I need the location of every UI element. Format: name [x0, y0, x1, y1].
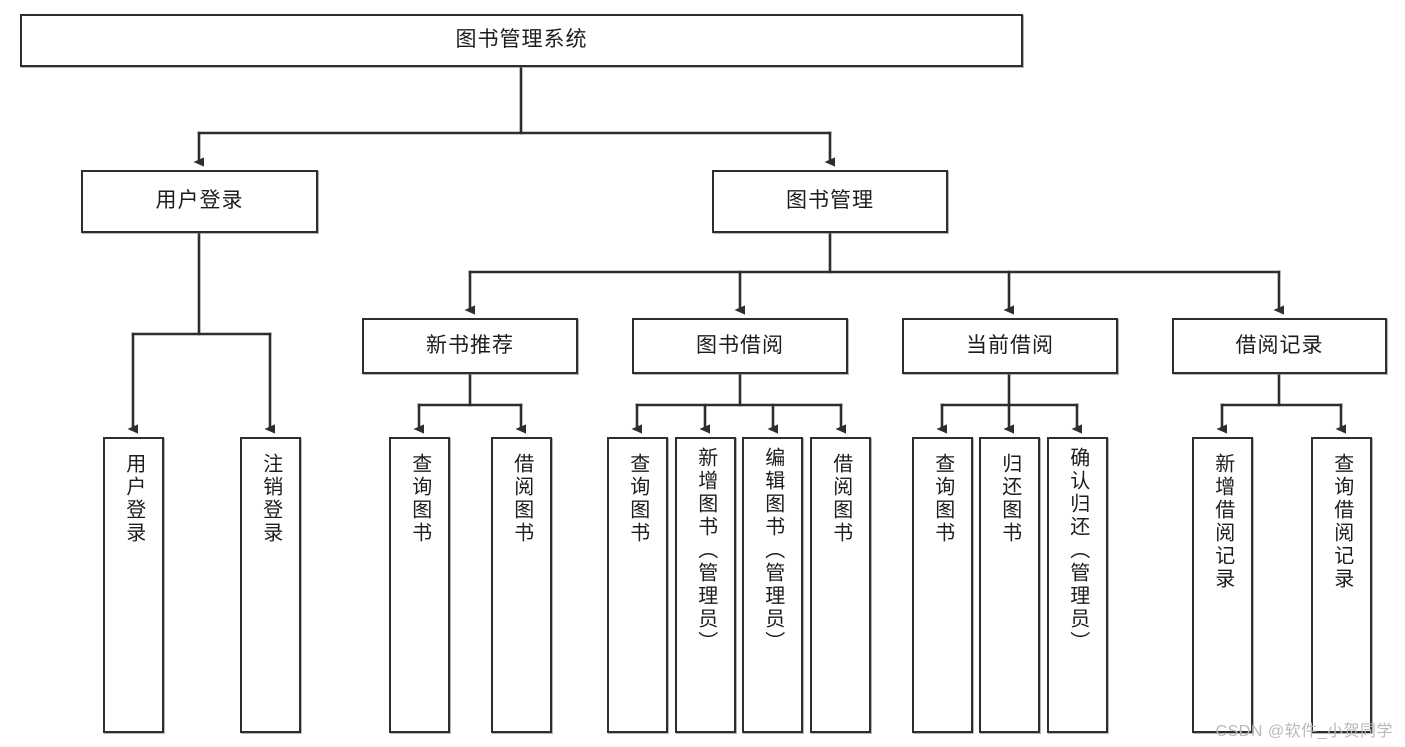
leaf-borrow-query-book[interactable]: 查询图书 — [607, 437, 668, 733]
node-label: 新增图书（管理员） — [694, 447, 717, 654]
leaf-current-query-book[interactable]: 查询图书 — [912, 437, 973, 733]
node-label: 注销登录 — [259, 453, 282, 545]
node-label: 用户登录 — [122, 453, 145, 545]
leaf-recommend-query-book[interactable]: 查询图书 — [389, 437, 450, 733]
node-label: 用户登录 — [155, 189, 244, 213]
leaf-user-login-logout[interactable]: 注销登录 — [240, 437, 301, 733]
node-label: 归还图书 — [998, 453, 1021, 545]
node-label: 新书推荐 — [426, 333, 514, 357]
leaf-records-query-record[interactable]: 查询借阅记录 — [1311, 437, 1372, 733]
node-borrow-records[interactable]: 借阅记录 — [1172, 318, 1387, 374]
leaf-borrow-borrow-book[interactable]: 借阅图书 — [810, 437, 871, 733]
node-book-borrow[interactable]: 图书借阅 — [632, 318, 848, 374]
node-current-borrow[interactable]: 当前借阅 — [902, 318, 1118, 374]
node-label: 编辑图书（管理员） — [761, 447, 784, 654]
node-label: 查询图书 — [626, 453, 649, 545]
leaf-borrow-edit-book-admin[interactable]: 编辑图书（管理员） — [742, 437, 803, 733]
node-new-book-recommend[interactable]: 新书推荐 — [362, 318, 578, 374]
node-label: 借阅图书 — [829, 453, 852, 545]
node-label: 当前借阅 — [966, 333, 1054, 357]
leaf-recommend-borrow-book[interactable]: 借阅图书 — [491, 437, 552, 733]
node-label: 新增借阅记录 — [1211, 453, 1234, 591]
node-root-system[interactable]: 图书管理系统 — [20, 14, 1023, 67]
node-book-management[interactable]: 图书管理 — [712, 170, 948, 233]
node-label: 查询借阅记录 — [1330, 453, 1353, 591]
leaf-current-confirm-return-admin[interactable]: 确认归还（管理员） — [1047, 437, 1108, 733]
node-user-login[interactable]: 用户登录 — [81, 170, 318, 233]
node-label: 图书管理 — [786, 189, 874, 213]
node-label: 借阅图书 — [510, 453, 533, 545]
node-label: 查询图书 — [408, 453, 431, 545]
node-label: 确认归还（管理员） — [1066, 447, 1089, 654]
node-label: 图书管理系统 — [455, 28, 588, 52]
node-label: 图书借阅 — [696, 333, 784, 357]
leaf-records-add-record[interactable]: 新增借阅记录 — [1192, 437, 1253, 733]
node-label: 借阅记录 — [1235, 333, 1324, 357]
leaf-current-return-book[interactable]: 归还图书 — [979, 437, 1040, 733]
node-label: 查询图书 — [931, 453, 954, 545]
leaf-user-login-login[interactable]: 用户登录 — [103, 437, 164, 733]
csdn-watermark: CSDN @软件_小贺同学 — [1215, 723, 1393, 740]
leaf-borrow-add-book-admin[interactable]: 新增图书（管理员） — [675, 437, 736, 733]
